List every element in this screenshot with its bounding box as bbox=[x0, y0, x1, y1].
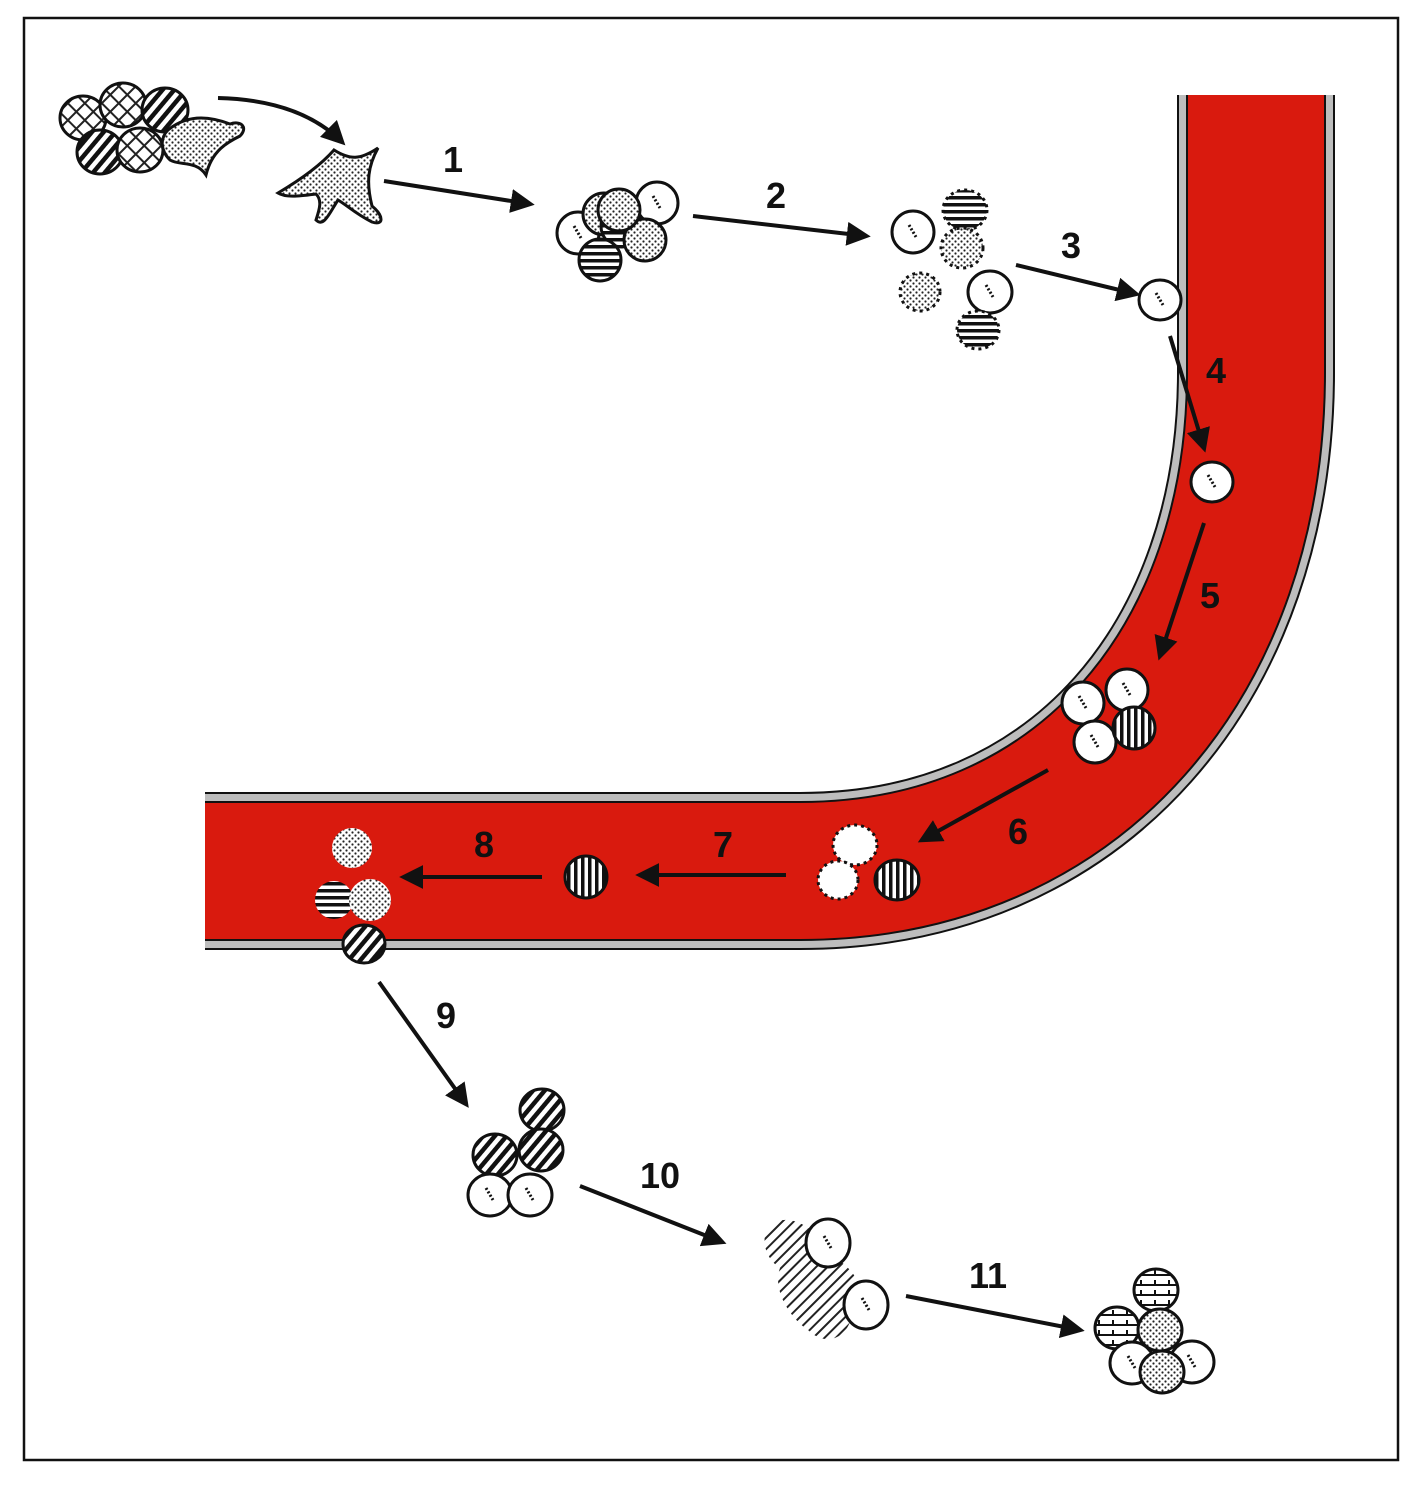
step-label-1: 1 bbox=[443, 139, 463, 180]
embolus-cell-0 bbox=[1060, 680, 1106, 726]
metastasis-cell-0 bbox=[1132, 1267, 1180, 1313]
step-label-2: 2 bbox=[766, 175, 786, 216]
arrested-cell-0 bbox=[332, 828, 372, 868]
primary-tumor-cell-4 bbox=[622, 217, 668, 263]
arrow-step-4 bbox=[1168, 335, 1210, 453]
circulating-cell bbox=[1189, 460, 1235, 504]
invading-cell-3 bbox=[898, 271, 942, 313]
step-arrows bbox=[217, 96, 1210, 1339]
embolus-cell-1 bbox=[1104, 667, 1150, 713]
circulating-survivor bbox=[563, 854, 609, 900]
initial-cell-1 bbox=[98, 81, 148, 129]
step-label-8: 8 bbox=[474, 824, 494, 865]
arrow-step-6 bbox=[917, 768, 1049, 843]
micrometastasis-mass bbox=[764, 1219, 861, 1340]
secondary-colony-cell-1 bbox=[471, 1132, 519, 1178]
arrow-step-1 bbox=[383, 179, 535, 213]
arrow-step-11 bbox=[905, 1294, 1085, 1339]
damaged-cell-0 bbox=[831, 823, 879, 867]
arrow-step-2 bbox=[692, 214, 871, 246]
secondary-colony-cell-3 bbox=[466, 1172, 514, 1218]
arrested-cell-2 bbox=[349, 879, 391, 921]
primary-tumor-cell-6 bbox=[596, 187, 642, 233]
arrow-step-10 bbox=[579, 1184, 727, 1247]
micrometastasis-cell-1 bbox=[842, 1279, 890, 1331]
step-label-7: 7 bbox=[713, 824, 733, 865]
secondary-colony-cell-0 bbox=[518, 1087, 566, 1133]
step-labels: 1 2 3 4 5 6 7 8 9 10 11 bbox=[436, 139, 1226, 1296]
transforming-cell bbox=[160, 116, 246, 179]
step-label-9: 9 bbox=[436, 995, 456, 1036]
invading-cell-4 bbox=[966, 269, 1014, 315]
embolus-cell-2 bbox=[1072, 719, 1118, 765]
initial-cell-4 bbox=[115, 126, 165, 174]
step-label-4: 4 bbox=[1206, 350, 1226, 391]
invading-cell-5 bbox=[955, 309, 1001, 351]
cells bbox=[58, 81, 1235, 1395]
step-label-3: 3 bbox=[1061, 225, 1081, 266]
arrow-step-3 bbox=[1015, 263, 1141, 302]
surviving-cell bbox=[873, 858, 921, 902]
arrested-cell-1 bbox=[315, 881, 353, 919]
invading-cell-0 bbox=[890, 209, 936, 255]
micrometastasis-cell-0 bbox=[804, 1217, 852, 1269]
intravasating-cell bbox=[1137, 278, 1183, 322]
invading-cell-2 bbox=[939, 226, 985, 270]
metastasis-cell-5 bbox=[1138, 1349, 1186, 1395]
damaged-cell-1 bbox=[816, 859, 860, 901]
embolus-cell-3 bbox=[1111, 705, 1157, 751]
step-label-6: 6 bbox=[1008, 811, 1028, 852]
arrow-initial bbox=[217, 96, 346, 146]
step-label-10: 10 bbox=[640, 1155, 680, 1196]
extravasating-cell bbox=[341, 923, 387, 965]
secondary-colony-cell-2 bbox=[517, 1127, 565, 1173]
step-label-11: 11 bbox=[969, 1255, 1007, 1296]
invading-cell-1 bbox=[941, 188, 989, 232]
transformed-cell bbox=[275, 146, 383, 225]
step-label-5: 5 bbox=[1200, 575, 1220, 616]
secondary-colony-cell-4 bbox=[506, 1172, 554, 1218]
arrow-step-9 bbox=[377, 980, 469, 1108]
primary-tumor-cell-5 bbox=[577, 237, 623, 283]
arrow-step-5 bbox=[1154, 522, 1206, 661]
